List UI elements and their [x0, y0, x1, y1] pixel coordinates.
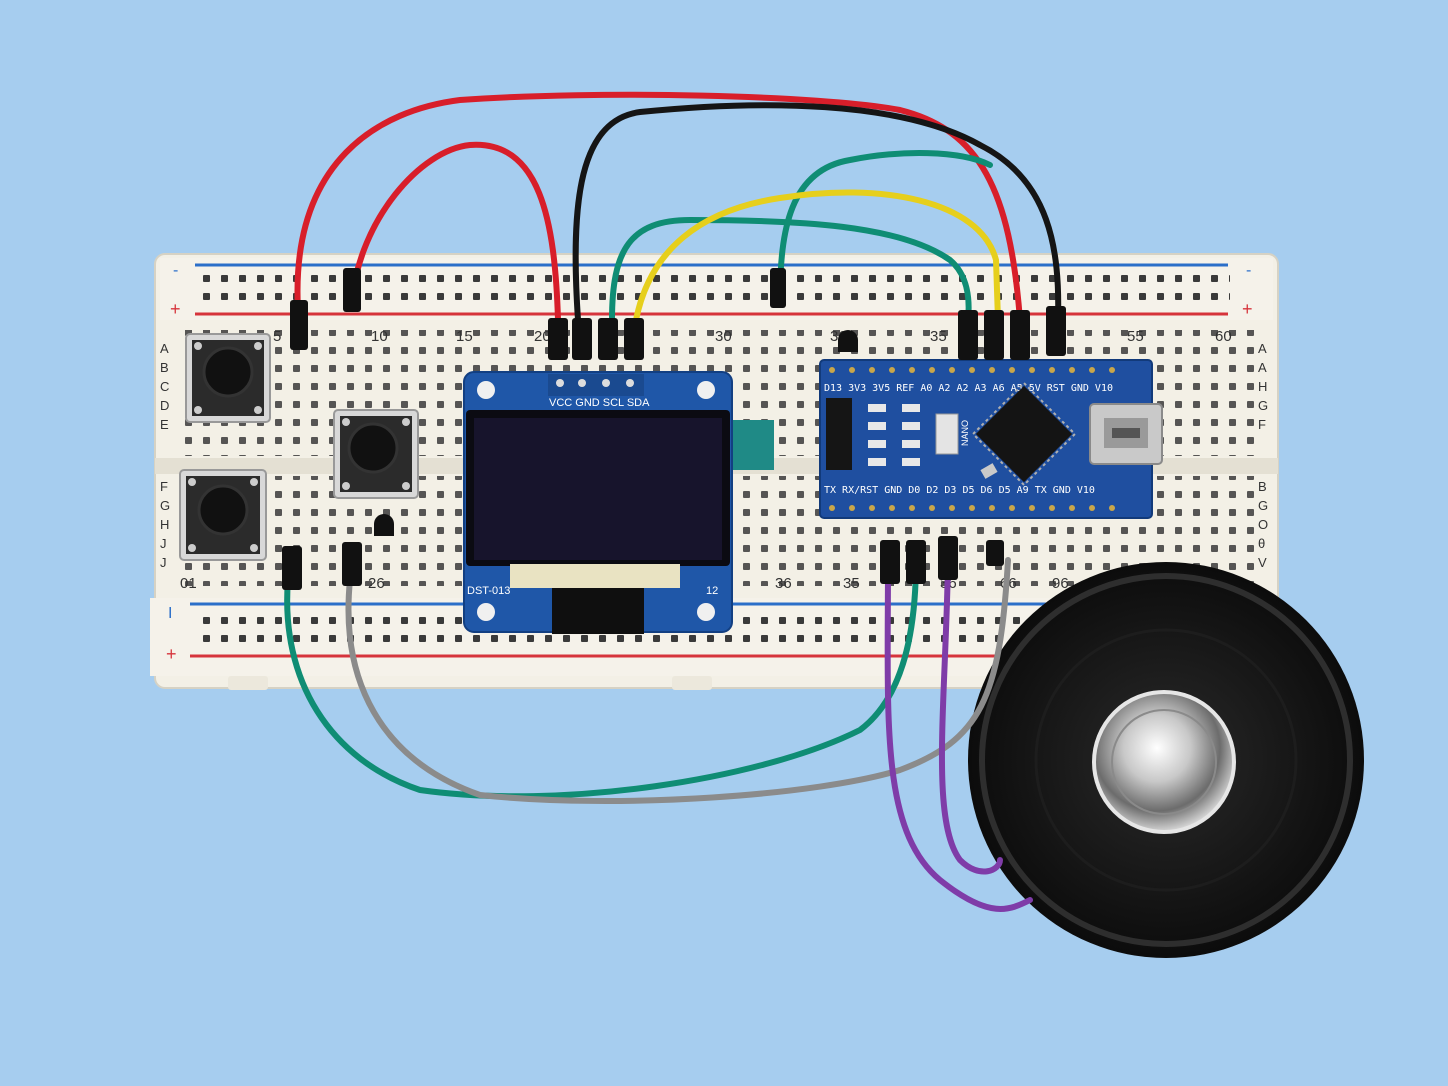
- row-letter-left: G: [160, 498, 170, 513]
- col-number-bottom: 35: [843, 575, 860, 592]
- row-letter-right: A: [1258, 341, 1267, 356]
- jumper-wires: [284, 91, 1062, 912]
- oled-size-label: 12: [706, 585, 718, 597]
- row-letter-right: G: [1258, 398, 1268, 413]
- col-number-top: 55: [1127, 328, 1144, 345]
- wire-black: [572, 102, 1062, 323]
- row-letter-left: F: [160, 479, 168, 494]
- nano-bottom-pin-row: [829, 505, 1115, 511]
- row-letter-left: A: [160, 341, 169, 356]
- rail-plus-label-bottom-left: +: [166, 644, 177, 664]
- rail-minus-label-right: -: [1246, 262, 1251, 279]
- row-letter-right: A: [1258, 360, 1267, 375]
- icsp-header: [826, 398, 852, 470]
- push-button-1[interactable]: [185, 333, 271, 423]
- col-number-top: 5: [273, 328, 281, 345]
- wire-green: [284, 557, 919, 800]
- wire-purple: [884, 557, 1033, 912]
- row-letter-left: J: [160, 536, 167, 551]
- reset-button[interactable]: [935, 413, 959, 455]
- row-letter-right: G: [1258, 498, 1268, 513]
- row-letter-left: J: [160, 555, 167, 570]
- row-letter-left: H: [160, 517, 169, 532]
- small-component: [374, 514, 394, 536]
- push-button-2[interactable]: [333, 409, 419, 499]
- col-number-bottom: 01: [180, 575, 197, 592]
- row-letter-right: B: [1258, 479, 1267, 494]
- wire-yellow: [633, 189, 1001, 323]
- col-number-top: 30: [715, 328, 732, 345]
- col-number-bottom: 26: [368, 575, 385, 592]
- col-number-top: 35: [930, 328, 947, 345]
- usb-port[interactable]: [1089, 403, 1163, 465]
- rail-minus-label-bottom-left: I: [168, 605, 172, 622]
- push-button-3[interactable]: [179, 469, 267, 561]
- nano-top-pin-row: [829, 367, 1115, 373]
- wire-connectors: [282, 268, 1066, 590]
- row-letter-right: V: [1258, 555, 1267, 570]
- col-number-top: 60: [1215, 328, 1232, 345]
- oled-display-module: VCC GND SCL SDA DST-013 12: [463, 371, 774, 634]
- row-letter-right: H: [1258, 379, 1267, 394]
- nano-top-pin-labels: D13 3V3 3V5 REF A0 A2 A2 A3 A6 A5 5V RST…: [824, 383, 1113, 394]
- rail-plus-label-left: +: [170, 299, 181, 319]
- col-number-bottom: 36: [775, 575, 792, 592]
- rail-plus-label-right: +: [1242, 299, 1253, 319]
- arduino-nano-board: D13 3V3 3V5 REF A0 A2 A2 A3 A6 A5 5V RST…: [819, 359, 1163, 519]
- rail-minus-label-left: -: [173, 262, 178, 279]
- row-letter-left: C: [160, 379, 169, 394]
- col-number-bottom: 96: [1052, 575, 1069, 592]
- wire-gray: [345, 557, 1011, 804]
- col-number-top: 10: [371, 328, 388, 345]
- nano-bottom-pin-labels: TX RX/RST GND D0 D2 D3 D5 D6 D5 A9 TX GN…: [824, 485, 1095, 496]
- row-letter-right: θ: [1258, 536, 1265, 551]
- speaker-dome: [1092, 690, 1236, 834]
- oled-pin-labels: VCC GND SCL SDA: [549, 397, 650, 409]
- row-letter-left: D: [160, 398, 169, 413]
- wire-green: [609, 216, 972, 323]
- row-letter-left: E: [160, 417, 169, 432]
- small-component: [838, 330, 858, 352]
- row-letter-right: O: [1258, 517, 1268, 532]
- oled-model-label: DST-013: [467, 585, 510, 597]
- row-letter-right: F: [1258, 417, 1266, 432]
- col-number-top: 20: [534, 328, 551, 345]
- row-letter-left: B: [160, 360, 169, 375]
- wire-red: [349, 141, 561, 323]
- speaker: [968, 562, 1364, 958]
- nano-chip-label: NANO: [960, 420, 970, 446]
- oled-screen: [474, 418, 722, 560]
- col-number-top: 15: [456, 328, 473, 345]
- wire-green: [777, 150, 993, 303]
- wire-purple: [938, 557, 1003, 875]
